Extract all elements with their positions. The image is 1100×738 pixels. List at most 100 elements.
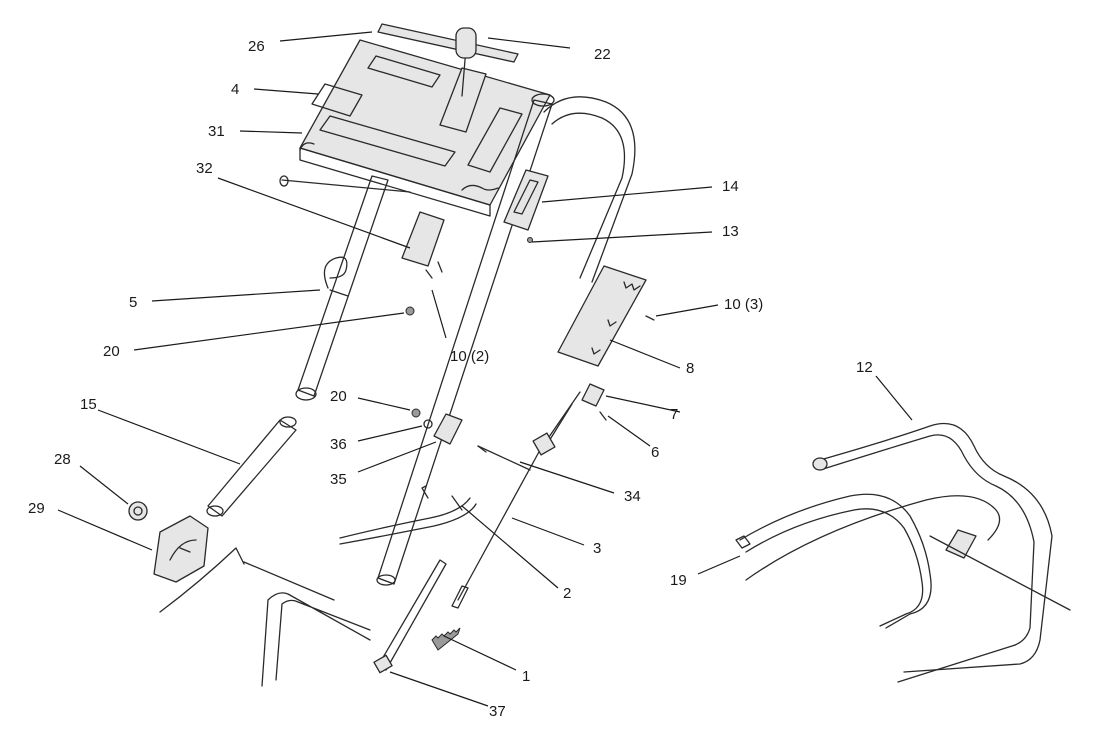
clamp-35-assembly — [411, 408, 463, 445]
leader-14 — [541, 186, 713, 203]
leader-6 — [607, 415, 651, 447]
leader-32 — [217, 177, 411, 249]
callout-12: 12 — [856, 359, 873, 376]
knob-28 — [128, 501, 148, 521]
leader-19 — [697, 555, 741, 575]
cable-ferrule — [532, 432, 556, 456]
main-tube-top — [531, 93, 555, 107]
callout-10-3: 10 (3) — [724, 296, 763, 313]
callout-20-lower: 20 — [330, 388, 347, 405]
clip-7 — [581, 383, 605, 407]
callout-26: 26 — [248, 38, 265, 55]
handle-12-inner — [819, 434, 1035, 683]
bolt-32-shaft — [281, 179, 411, 193]
leader-3 — [511, 517, 585, 546]
housing-29-detail — [169, 539, 197, 561]
rod-34 — [477, 445, 531, 471]
handle-12-end — [812, 457, 828, 471]
leader-4 — [253, 88, 319, 95]
leader-29 — [57, 509, 153, 551]
bracket-32-plate — [401, 211, 445, 267]
bracket-32-screw-b — [437, 261, 443, 273]
callout-13: 13 — [722, 223, 739, 240]
leader-36 — [357, 425, 423, 442]
leader-10-3 — [655, 304, 719, 317]
callout-14: 14 — [722, 178, 739, 195]
callout-35: 35 — [330, 471, 347, 488]
screw-10-3 — [645, 315, 655, 321]
callout-32: 32 — [196, 160, 213, 177]
control-panel-assembly — [299, 23, 551, 217]
leader-20b — [357, 397, 411, 411]
grip-15-body — [207, 419, 297, 517]
grip-15-end-bottom — [206, 505, 224, 517]
left-tube-end — [295, 387, 317, 401]
panel-bracket-right — [461, 184, 499, 191]
grip-15 — [206, 416, 297, 517]
leader-1 — [443, 635, 517, 671]
leader-34 — [519, 461, 615, 494]
pin-6 — [599, 411, 607, 421]
rod-37 — [373, 559, 469, 674]
bracket-14-slot — [513, 179, 539, 215]
handle-19-lower — [745, 495, 1001, 581]
clamp-35 — [433, 413, 463, 445]
leader-10-2 — [431, 289, 447, 339]
bracket-8-teeth — [591, 281, 641, 355]
callout-28: 28 — [54, 451, 71, 468]
screw-13 — [527, 237, 533, 243]
callout-19: 19 — [670, 572, 687, 589]
callout-6: 6 — [651, 444, 659, 461]
callout-5: 5 — [129, 294, 137, 311]
bracket-14-plate — [503, 169, 549, 231]
panel-decal-left — [311, 83, 363, 117]
handle-19 — [735, 493, 1001, 629]
shift-knob — [455, 27, 477, 59]
knob-28-hub — [133, 506, 143, 516]
bracket-8-plate — [557, 265, 647, 367]
rod-37-body — [377, 559, 447, 671]
callout-31: 31 — [208, 123, 225, 140]
callout-36: 36 — [330, 436, 347, 453]
callout-22: 22 — [594, 46, 611, 63]
cable-assembly — [457, 383, 607, 601]
leader-5 — [151, 289, 321, 302]
leader-31 — [239, 130, 303, 134]
leader-13 — [531, 231, 713, 243]
left-tube-outline — [297, 175, 389, 397]
handle-19-inner — [745, 508, 924, 627]
control-panel — [299, 39, 551, 206]
callout-1: 1 — [522, 668, 530, 685]
handle-12-crossbar — [929, 535, 1071, 611]
panel-bracket-left — [299, 142, 315, 151]
callout-34: 34 — [624, 488, 641, 505]
handle-12-bracket — [945, 529, 977, 559]
spring-detail — [451, 585, 469, 609]
main-tube-bottom — [376, 574, 396, 586]
leader-37 — [389, 671, 489, 707]
rod-37-end — [373, 654, 393, 674]
leader-20a — [133, 312, 405, 351]
leader-lines — [57, 31, 913, 707]
bracket-8 — [557, 265, 655, 367]
leader-28 — [79, 465, 129, 505]
leader-7 — [605, 395, 681, 413]
handle-12-outer — [819, 422, 1053, 673]
callout-7: 7 — [670, 406, 678, 423]
callout-3: 3 — [593, 540, 601, 557]
leader-26 — [279, 31, 373, 42]
bolt-head — [279, 175, 289, 187]
shift-lever-guide — [439, 67, 487, 133]
leader-12 — [875, 375, 913, 421]
nut-20-lower — [411, 408, 421, 418]
leader-15 — [97, 409, 241, 465]
callout-10-2: 10 (2) — [450, 348, 489, 365]
hairpin-leg — [329, 289, 349, 297]
housing-29-assembly — [128, 501, 371, 687]
bracket-32 — [401, 211, 445, 279]
handle-12 — [812, 422, 1071, 683]
cable-3 — [457, 391, 581, 601]
callout-labels: 26 22 4 31 32 14 13 5 10 (3) 20 10 (2) 1… — [28, 38, 873, 720]
panel-slot-lower — [319, 115, 456, 167]
